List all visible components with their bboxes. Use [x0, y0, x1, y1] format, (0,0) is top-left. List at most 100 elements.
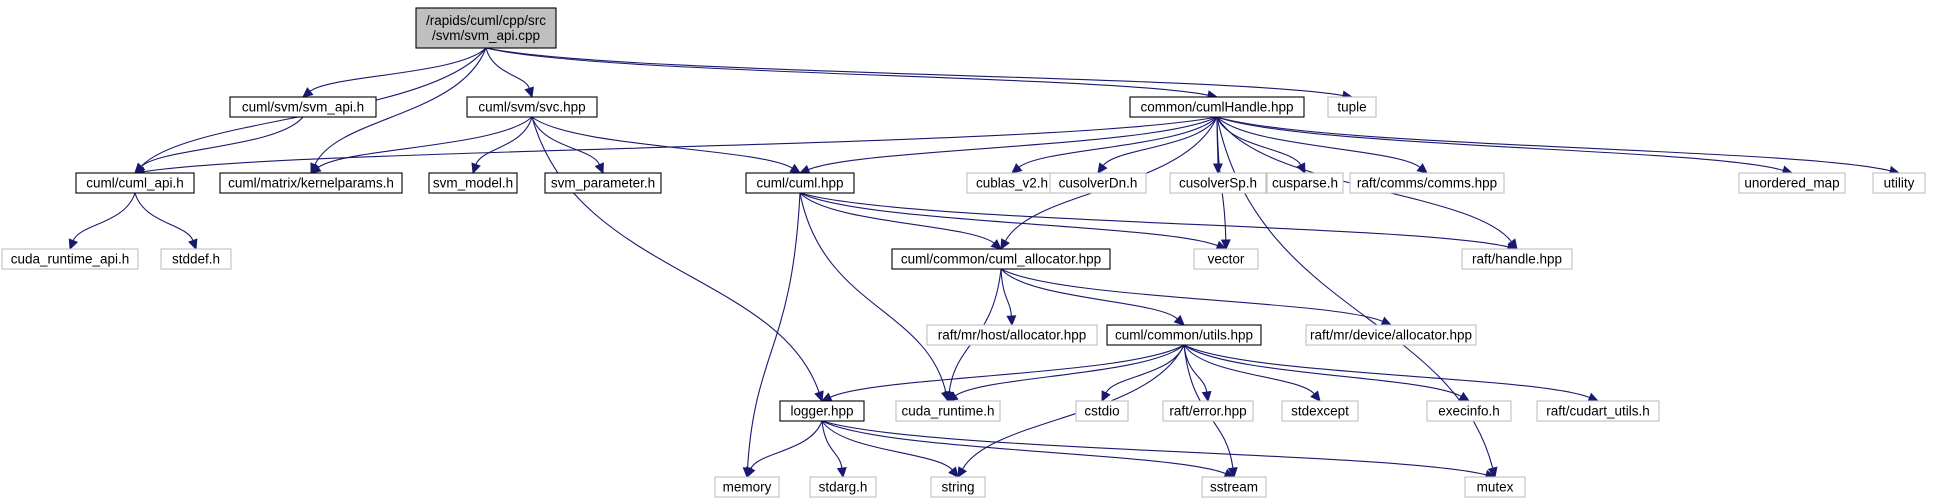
edge-logger-to-mutex	[821, 420, 1497, 480]
node-utils[interactable]: cuml/common/utils.hpp	[1106, 324, 1262, 346]
edge-line	[1018, 116, 1218, 168]
node-cuml-api[interactable]: cuml/cuml_api.h	[75, 172, 195, 194]
node-box	[415, 7, 557, 49]
edge-line	[821, 420, 953, 471]
node-svm-model[interactable]: svm_model.h	[428, 172, 518, 194]
edge-line	[143, 116, 1218, 173]
edge-utils-to-cuda_runtime	[947, 344, 1185, 402]
node-label: cuda_runtime.h	[901, 404, 994, 419]
edge-allocator_hpp-to-host_alloc	[1000, 268, 1017, 327]
edge-svc-to-logger	[531, 116, 824, 403]
edge-utils-to-cstdio	[1101, 344, 1185, 403]
edge-line	[1000, 268, 1012, 317]
node-box	[428, 172, 518, 194]
edge-line	[140, 116, 304, 168]
edge-cumlhpp-to-allocator_hpp	[799, 192, 1002, 250]
node-box	[219, 172, 403, 194]
node-cumlHandle[interactable]: common/cumlHandle.hpp	[1129, 96, 1305, 118]
edge-cuml_api-to-stddef	[134, 192, 198, 251]
node-box	[1049, 172, 1147, 194]
arrowhead	[820, 392, 833, 402]
node-box	[160, 248, 232, 270]
node-box	[745, 172, 855, 194]
node-label: cusparse.h	[1272, 176, 1338, 191]
node-cstdio: cstdio	[1075, 400, 1129, 422]
edge-line	[799, 192, 1218, 247]
arrowhead	[1487, 466, 1498, 479]
node-label: raft/error.hpp	[1169, 404, 1246, 419]
node-box	[1464, 476, 1526, 498]
edge-line	[1102, 116, 1218, 167]
edge-logger-to-memory	[746, 420, 823, 479]
node-box	[1129, 96, 1305, 118]
node-label: tuple	[1337, 100, 1366, 115]
node-error: raft/error.hpp	[1162, 400, 1254, 422]
node-box	[1738, 172, 1846, 194]
node-host-alloc: raft/mr/host/allocator.hpp	[926, 324, 1098, 346]
node-box	[1536, 400, 1660, 422]
nodes-layer: /rapids/cuml/cpp/src/svm/svm_api.cppcuml…	[1, 7, 1926, 498]
node-label: utility	[1884, 176, 1915, 191]
node-stdexcept: stdexcept	[1281, 400, 1359, 422]
edge-line	[750, 420, 823, 470]
edges-layer	[68, 47, 1901, 480]
edge-line	[1000, 268, 1383, 322]
edge-line	[317, 116, 533, 168]
node-sstream: sstream	[1201, 476, 1267, 498]
arrowhead	[1006, 315, 1017, 327]
node-box	[1162, 400, 1254, 422]
node-svc[interactable]: cuml/svm/svc.hpp	[466, 96, 598, 118]
node-svm-api-h[interactable]: cuml/svm/svm_api.h	[229, 96, 377, 118]
node-svm-parameter[interactable]: svm_parameter.h	[544, 172, 662, 194]
node-box	[544, 172, 662, 194]
edge-line	[485, 47, 1209, 96]
node-box	[466, 96, 598, 118]
arrowhead	[1587, 392, 1600, 403]
edge-cumlHandle-to-mutex	[1216, 116, 1498, 479]
edge-root-to-svc	[485, 47, 534, 99]
node-box	[895, 400, 1001, 422]
node-label: sstream	[1210, 480, 1258, 495]
node-cumlhpp[interactable]: cuml/cuml.hpp	[745, 172, 855, 194]
node-box	[1872, 172, 1926, 194]
edge-line	[821, 420, 1226, 475]
node-logger[interactable]: logger.hpp	[779, 400, 865, 422]
node-label: stdarg.h	[819, 480, 868, 495]
edge-allocator_hpp-to-device_alloc	[1000, 268, 1393, 326]
edge-cumlHandle-to-cumlhpp	[798, 116, 1218, 175]
edge-cumlHandle-to-cuml_api	[133, 116, 1218, 177]
edge-cumlhpp-to-vector	[799, 192, 1228, 251]
node-cusolverSp: cusolverSp.h	[1169, 172, 1267, 194]
node-root[interactable]: /rapids/cuml/cpp/src/svm/svm_api.cpp	[415, 7, 557, 49]
node-label: cusolverSp.h	[1179, 176, 1257, 191]
edge-svc-to-cumlhpp	[531, 116, 802, 174]
node-label: /svm/svm_api.cpp	[432, 28, 540, 43]
node-kernelparams[interactable]: cuml/matrix/kernelparams.h	[219, 172, 403, 194]
arrowhead	[957, 466, 968, 479]
node-label: cuml/common/utils.hpp	[1115, 328, 1253, 343]
arrowhead	[948, 466, 959, 478]
node-box	[714, 476, 780, 498]
node-label: cuda_runtime_api.h	[11, 252, 130, 267]
node-label: cublas_v2.h	[976, 176, 1048, 191]
edge-line	[799, 192, 947, 393]
edge-cumlhpp-to-cuda_runtime	[799, 192, 951, 403]
arrowhead	[1201, 390, 1212, 403]
node-cusolverDn: cusolverDn.h	[1049, 172, 1147, 194]
node-cuda-runtime: cuda_runtime.h	[895, 400, 1001, 422]
arrowhead	[1011, 163, 1023, 174]
edge-logger-to-stdarg	[821, 420, 847, 479]
node-box	[809, 476, 877, 498]
node-box	[1461, 248, 1573, 270]
node-box	[1266, 172, 1344, 194]
node-label: raft/handle.hpp	[1472, 252, 1562, 267]
node-memory: memory	[714, 476, 780, 498]
node-box	[891, 248, 1111, 270]
edge-line	[799, 192, 1509, 248]
node-box	[930, 476, 986, 498]
edge-cumlhpp-to-handle	[799, 192, 1519, 252]
edge-root-to-tuple	[485, 47, 1354, 101]
node-label: vector	[1208, 252, 1245, 267]
edge-svc-to-kernelparams	[310, 116, 533, 174]
node-allocator-hpp[interactable]: cuml/common/cuml_allocator.hpp	[891, 248, 1111, 270]
